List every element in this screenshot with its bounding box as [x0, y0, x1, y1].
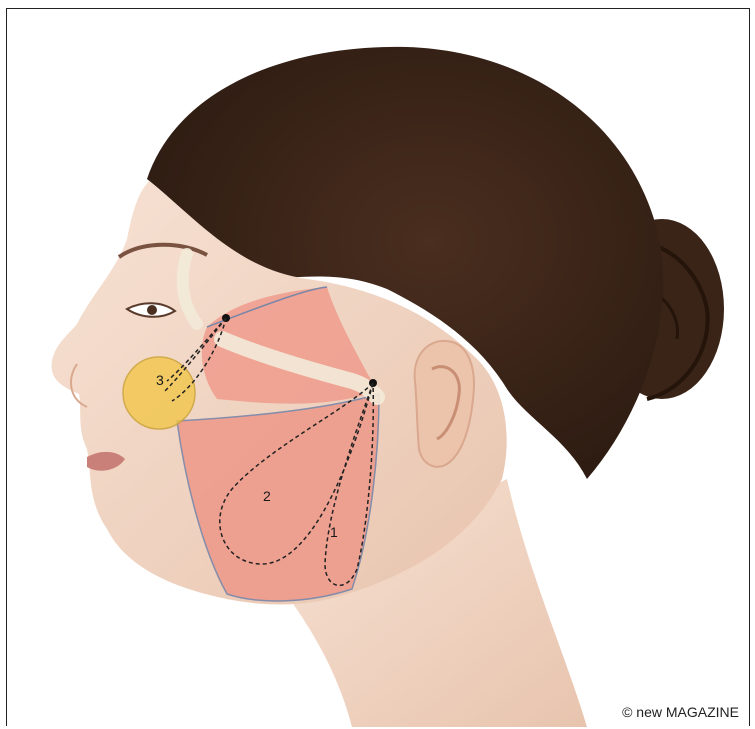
zone-label-3: 3	[156, 372, 164, 388]
figure-frame: 1 2 3 © new MAGAZINE	[6, 8, 750, 726]
zone-label-2: 2	[263, 488, 271, 504]
zone-3-circle	[123, 357, 195, 429]
zone-label-1: 1	[330, 524, 338, 540]
face-illustration: 1 2 3	[7, 9, 751, 727]
copyright-notice: © new MAGAZINE	[622, 704, 739, 720]
